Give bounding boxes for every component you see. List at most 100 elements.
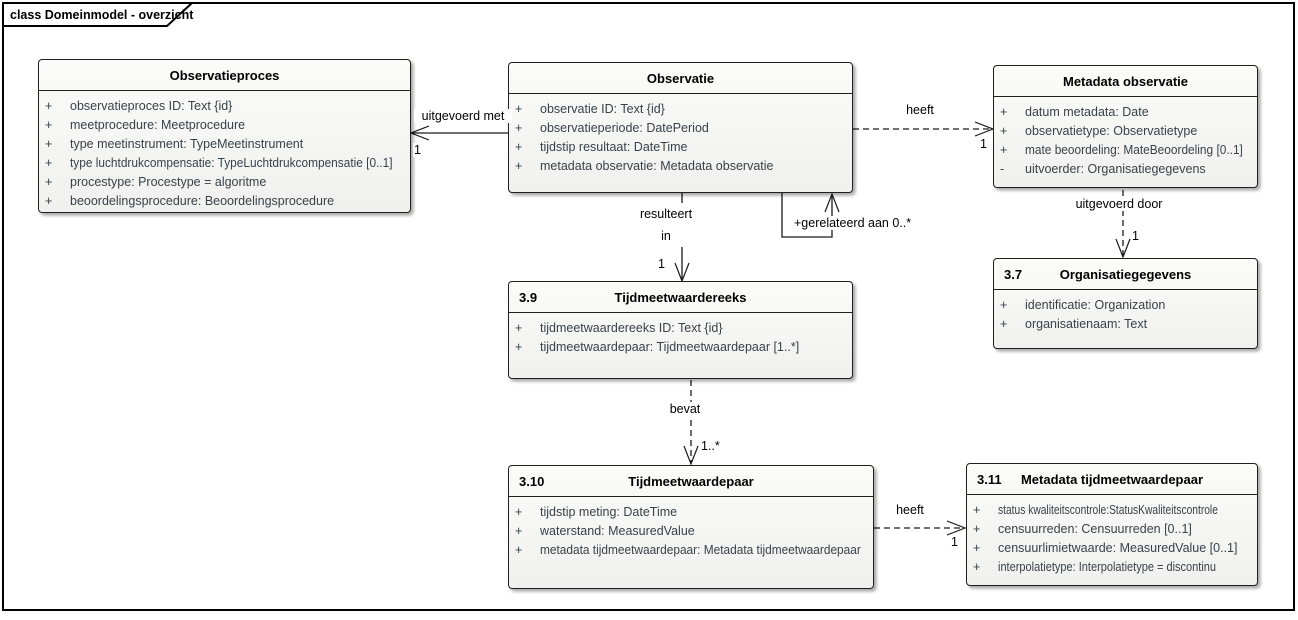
open-arrowhead-left [409,125,430,141]
open-arrowhead-down [1115,238,1131,259]
attribute-row: +observatietype: Observatietype [994,122,1257,141]
visibility-sign: + [515,505,523,519]
connector-multiplicity: 1 [413,143,422,157]
class-title: Observatie [646,70,715,86]
open-arrowhead-right [946,520,967,536]
attribute-text: status kwaliteitscontrole:StatusKwalitei… [998,503,1218,517]
frame-tab-outline [3,2,193,27]
attribute-row: + tijdmeetwaardereeks ID: Text {id} [509,319,852,338]
attribute-text: tijdstip resultaat: DateTime [540,140,688,154]
connector-multiplicity: 1 [1131,229,1140,243]
class-number: 3.11 [977,472,1002,487]
class-number: 3.7 [1004,267,1023,282]
connector-label-heeft: heeft [892,103,948,117]
attribute-text: tijdmeetwaardereeks ID: Text {id} [540,321,723,335]
visibility-sign: + [1000,317,1008,331]
attribute-row: + censuurreden: Censuurreden [0..1] [967,520,1257,539]
attribute-row: + waterstand: MeasuredValue [509,522,873,541]
class-header: Metadata observatie [994,66,1257,97]
class-box-observatieproces[interactable]: Observatieproces +observatieproces ID: T… [38,59,411,213]
class-box-tijdmeetwaardereeks[interactable]: 3.9 Tijdmeetwaardereeks + tijdmeetwaarder… [508,281,853,379]
attribute-text: metadata observatie: Metadata observatie [540,159,774,173]
attribute-row: + metadata observatie: Metadata observati… [509,157,852,176]
attribute-text: censuurreden: Censuurreden [0..1] [998,522,1192,536]
attribute-compartment: +identificatie: Organization + organisati… [994,290,1257,334]
connector-heeft-metadata-observatie [853,121,995,137]
class-header: Observatieproces [39,60,410,91]
class-box-observatie[interactable]: Observatie + observatie ID: Text {id} + ob… [508,62,853,193]
visibility-sign: + [973,560,981,574]
class-header: 3.10 Tijdmeetwaardepaar [509,466,873,497]
connector-label-resulteert-in: resulteert in [622,203,710,247]
attribute-compartment: + status kwaliteitscontrole:StatusKwalite… [967,495,1257,577]
class-title: Metadata tijdmeetwaardepaar [1020,471,1204,487]
class-box-metadata-tijdmeetwaardepaar[interactable]: 3.11 Metadata tijdmeetwaardepaar + status… [966,463,1258,586]
visibility-sign: + [973,541,981,555]
attribute-text: observatieperiode: DatePeriod [540,121,709,135]
connector-label-line: in [661,229,671,243]
class-title: Tijdmeetwaardepaar [628,473,754,489]
class-number: 3.9 [519,290,538,305]
attribute-row: -uitvoerder: Organisatiegegevens [994,160,1257,179]
connector-label-uitgevoerd-door: uitgevoerd door [1068,197,1170,211]
attribute-text: type meetinstrument: TypeMeetinstrument [70,137,304,151]
class-header: 3.9 Tijdmeetwaardereeks [509,282,852,313]
attribute-compartment: + tijdstip meting: DateTime + waterstand: … [509,497,873,560]
attribute-row: +interpolatietype: Interpolatietype = di… [967,558,1257,577]
visibility-sign: + [45,175,53,189]
class-box-tijdmeetwaardepaar[interactable]: 3.10 Tijdmeetwaardepaar + tijdstip meting… [508,465,874,589]
attribute-text: metadata tijdmeetwaardepaar: Metadata ti… [540,543,861,557]
visibility-sign: + [973,503,981,517]
attribute-compartment: +datum metadata: Date +observatietype: O… [994,97,1257,179]
visibility-sign: + [1000,124,1008,138]
attribute-text: type luchtdrukcompensatie: TypeLuchtdruk… [70,156,393,170]
attribute-row: + observatie ID: Text {id} [509,100,852,119]
attribute-row: +tijdstip resultaat: DateTime [509,138,852,157]
visibility-sign: + [515,159,523,173]
connector-label-bevat: bevat [658,402,712,416]
attribute-text: tijdmeetwaardepaar: Tijdmeetwaardepaar [… [540,340,800,354]
attribute-row: + type meetinstrument: TypeMeetinstrument [39,135,410,154]
attribute-row: +procestype: Procestype = algoritme [39,173,410,192]
attribute-row: + type luchtdrukcompensatie: TypeLuchtdru… [39,154,410,173]
attribute-text: waterstand: MeasuredValue [540,524,695,538]
attribute-row: +identificatie: Organization [994,296,1257,315]
attribute-compartment: +observatieproces ID: Text {id} +meetpro… [39,91,410,211]
attribute-row: + status kwaliteitscontrole:StatusKwalite… [967,501,1257,520]
connector-gerelateerd-aan-self-loop [781,192,840,238]
connector-multiplicity: 1 [979,137,988,151]
visibility-sign: + [1000,143,1008,157]
connector-label-uitgevoerd-met: uitgevoerd met [414,109,512,123]
attribute-row: +meetprocedure: Meetprocedure [39,116,410,135]
class-box-metadata-observatie[interactable]: Metadata observatie +datum metadata: Dat… [993,65,1258,188]
attribute-row: + mate beoordeling: MateBeoordeling [0..1… [994,141,1257,160]
visibility-sign: + [45,156,53,170]
class-title: Metadata observatie [1063,73,1188,89]
attribute-text: tijdstip meting: DateTime [540,505,678,519]
attribute-compartment: + observatie ID: Text {id} + observatieper… [509,94,852,176]
class-title: Observatieproces [169,67,280,83]
visibility-sign: + [515,340,523,354]
attribute-text: meetprocedure: Meetprocedure [70,118,246,132]
attribute-row: + organisatienaam: Text [994,315,1257,334]
class-header: 3.11 Metadata tijdmeetwaardepaar [967,464,1257,495]
attribute-text: identificatie: Organization [1025,298,1166,312]
visibility-sign: + [515,102,523,116]
connector-multiplicity: 1 [950,535,959,549]
visibility-sign: + [45,137,53,151]
visibility-sign: + [973,522,981,536]
attribute-text: organisatienaam: Text [1025,317,1148,331]
connector-label-line: resulteert [639,207,693,221]
attribute-text: mate beoordeling: MateBeoordeling [0..1] [1025,143,1243,157]
connector-bevat [683,380,699,466]
visibility-sign: + [515,121,523,135]
visibility-sign: + [515,524,523,538]
attribute-text: observatie ID: Text {id} [540,102,665,116]
visibility-sign: + [515,321,523,335]
class-box-organisatiegegevens[interactable]: 3.7 Organisatiegegevens +identificatie: … [993,258,1258,349]
open-arrowhead-up [824,192,840,213]
open-arrowhead-down [683,445,699,466]
attribute-row: + observatieperiode: DatePeriod [509,119,852,138]
